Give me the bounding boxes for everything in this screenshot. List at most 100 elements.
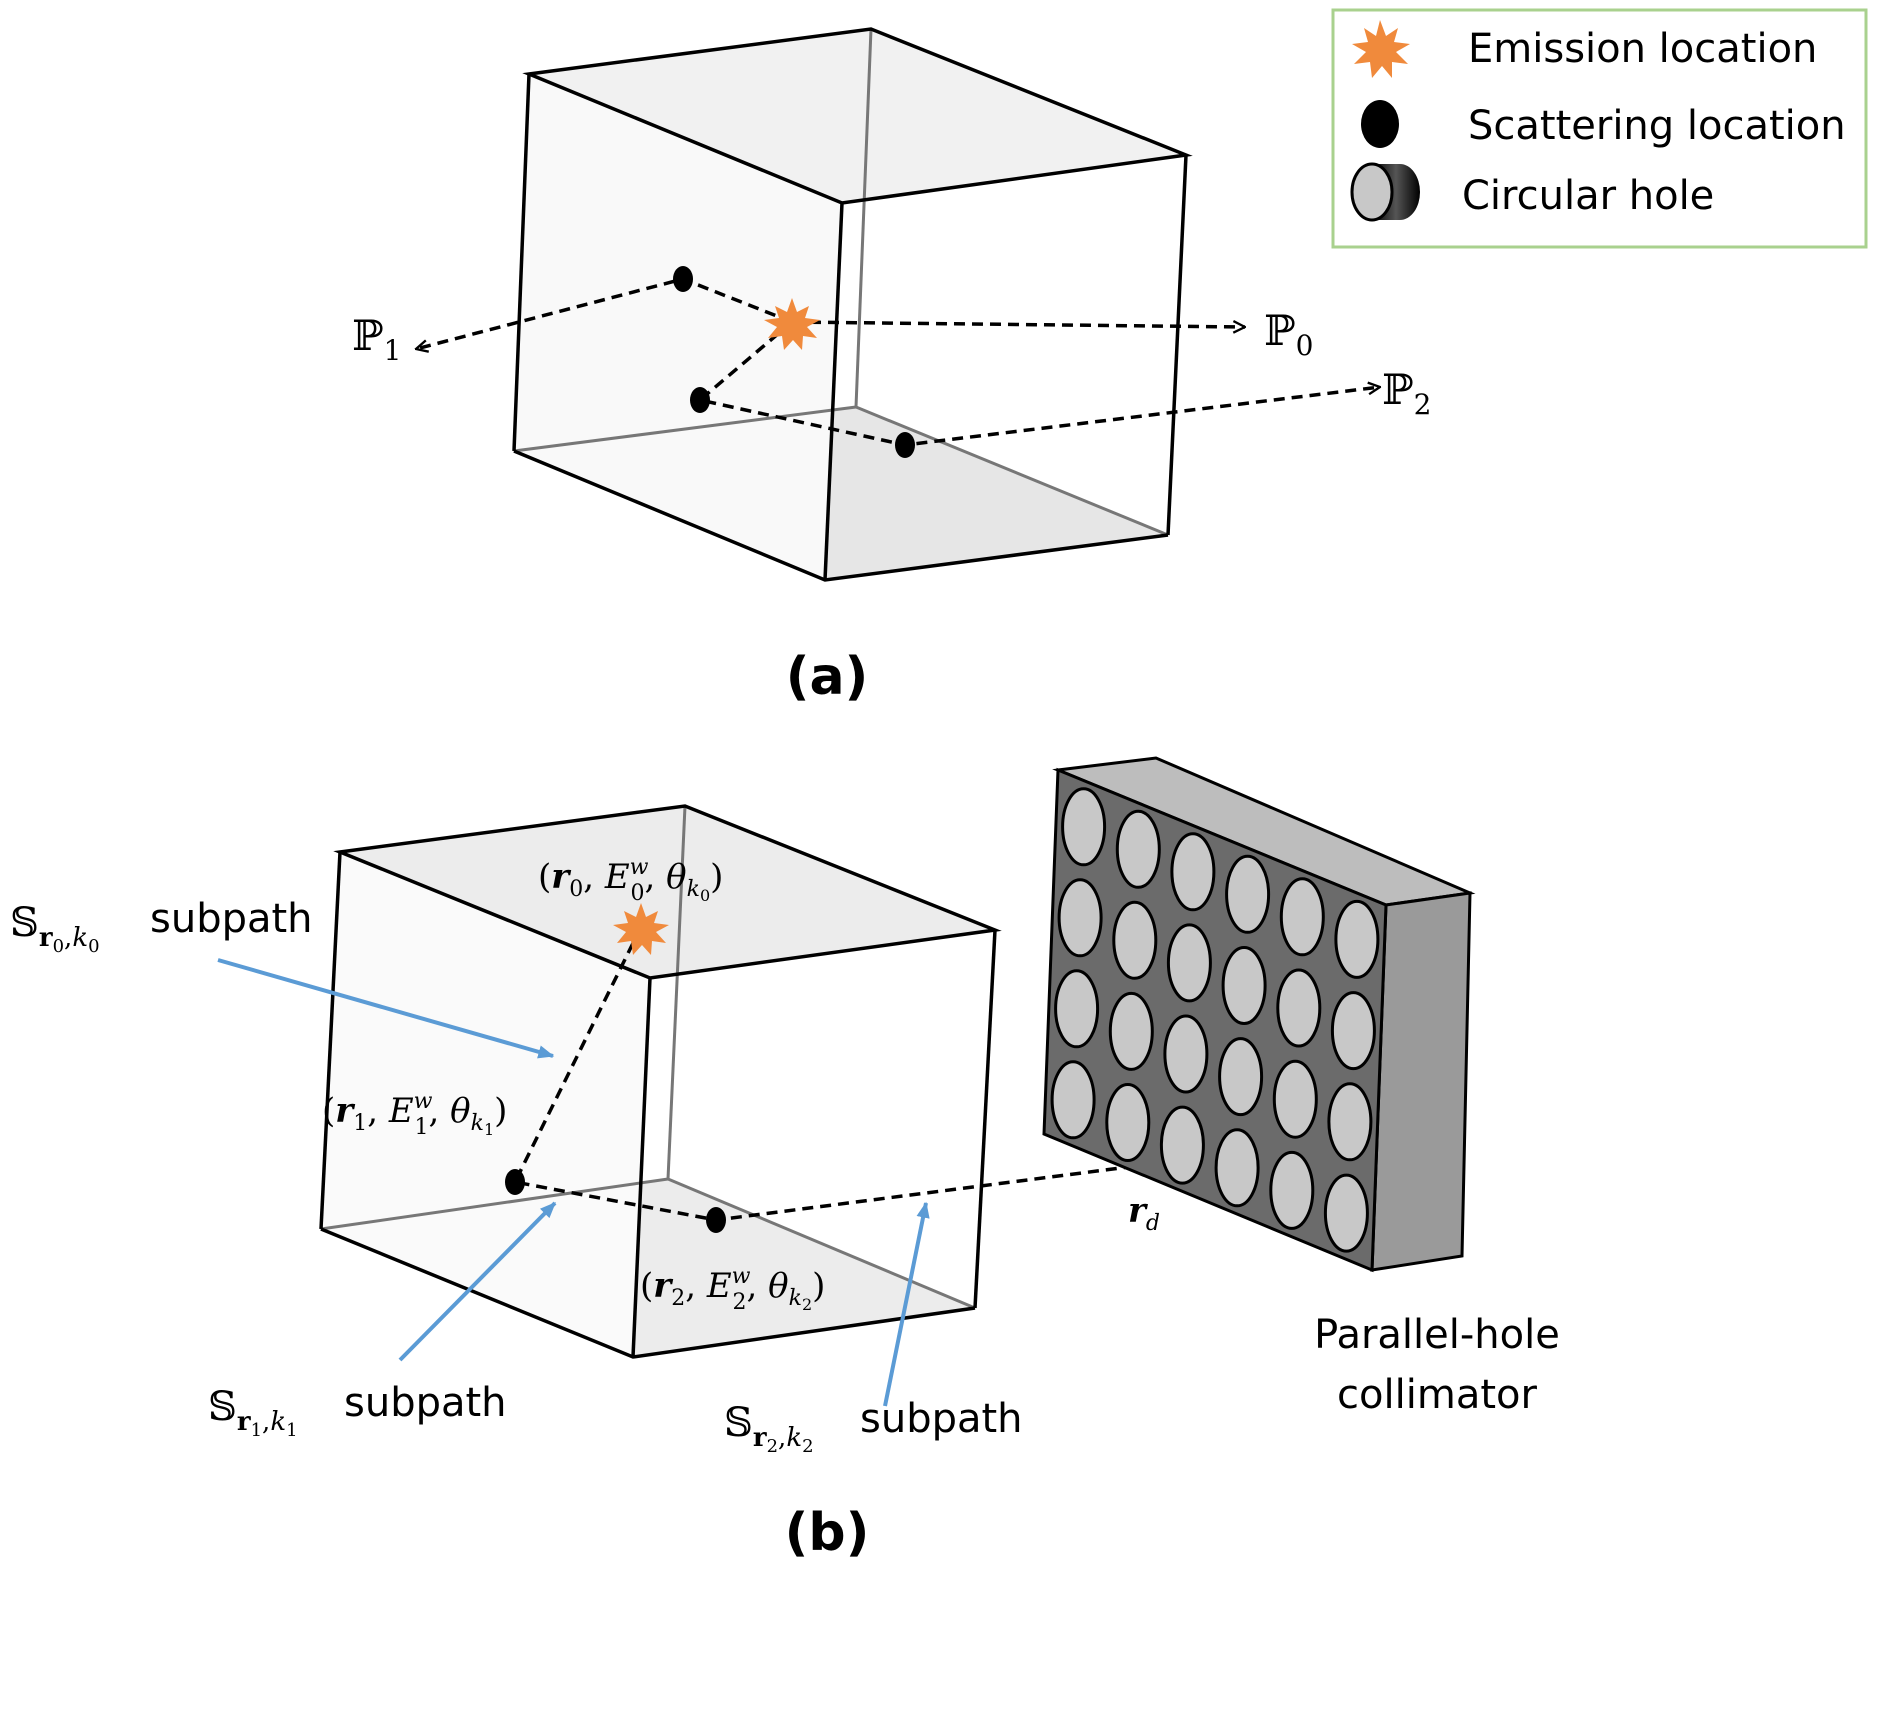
t0-w: w bbox=[630, 855, 649, 880]
emission-star-a bbox=[764, 298, 820, 350]
t2-k: k bbox=[789, 1286, 802, 1311]
collimator bbox=[1042, 756, 1476, 1273]
panel-b: 𝕊r0,k0 subpath 𝕊r1,k1 subpath 𝕊r2,k2 sub… bbox=[10, 756, 1560, 1563]
cube-a-hidden-edges bbox=[513, 28, 1169, 537]
svg-text:𝕊r2,k2: 𝕊r2,k2 bbox=[724, 1400, 814, 1457]
rd-r: r bbox=[1128, 1191, 1148, 1231]
t0-Ei: 0 bbox=[630, 881, 644, 906]
s0-symbol: 𝕊 bbox=[10, 900, 39, 946]
collimator-hole bbox=[1112, 900, 1158, 980]
emission-icon bbox=[1352, 20, 1410, 78]
t0-ki: 0 bbox=[700, 886, 710, 905]
rd-sub: d bbox=[1146, 1211, 1160, 1236]
s1-symbol: 𝕊 bbox=[208, 1384, 237, 1430]
p2-symbol: ℙ bbox=[1382, 365, 1414, 414]
collimator-label-1: Parallel-hole bbox=[1314, 1312, 1560, 1358]
t2-theta: θ bbox=[768, 1266, 788, 1306]
svg-text:𝕊r1,k1: 𝕊r1,k1 bbox=[208, 1384, 298, 1441]
t1-w: w bbox=[414, 1089, 433, 1114]
svg-text:𝕊r0,k0: 𝕊r0,k0 bbox=[10, 900, 100, 957]
s2-word: subpath bbox=[860, 1396, 1023, 1442]
cube-b-edges bbox=[319, 804, 1002, 1359]
scatter-point-b2 bbox=[706, 1207, 726, 1233]
t2-E: E bbox=[706, 1266, 732, 1306]
p0-subscript: 0 bbox=[1296, 329, 1314, 362]
collimator-hole bbox=[1323, 1173, 1369, 1253]
t0-E: E bbox=[604, 857, 630, 897]
collimator-hole bbox=[1221, 946, 1267, 1025]
s2-sub-k-idx: 2 bbox=[802, 1436, 813, 1457]
scatter-point-a2 bbox=[690, 387, 710, 413]
svg-text:ℙ2: ℙ2 bbox=[1382, 365, 1431, 421]
cube-a-left-face bbox=[514, 74, 842, 580]
paths-b bbox=[512, 926, 1175, 1222]
svg-text:ℙ0: ℙ0 bbox=[1264, 306, 1313, 362]
t2-ri: 2 bbox=[671, 1286, 685, 1311]
collimator-hole bbox=[1159, 1105, 1205, 1185]
t0-ri: 0 bbox=[569, 877, 583, 902]
s1-sub-k-idx: 1 bbox=[286, 1420, 297, 1441]
collimator-hole bbox=[1269, 1150, 1315, 1230]
collimator-hole bbox=[1276, 968, 1322, 1048]
collimator-hole bbox=[1115, 809, 1161, 889]
scattering-icon bbox=[1361, 100, 1399, 148]
s0-word: subpath bbox=[150, 896, 313, 942]
cube-b-hidden-edges bbox=[320, 805, 976, 1310]
p1-symbol: ℙ bbox=[352, 311, 384, 360]
svg-text:ℙ1: ℙ1 bbox=[352, 311, 401, 367]
collimator-hole bbox=[1163, 1014, 1209, 1094]
caption-a: (a) bbox=[786, 647, 869, 707]
s1-word: subpath bbox=[344, 1380, 507, 1426]
collimator-holes bbox=[1050, 787, 1380, 1253]
rd-label: rd bbox=[1128, 1191, 1160, 1236]
cube-a-edges bbox=[512, 27, 1193, 582]
legend: Emission location Scattering location Ci… bbox=[1331, 8, 1868, 249]
s0-sub-k-idx: 0 bbox=[88, 936, 99, 957]
collimator-hole bbox=[1272, 1059, 1318, 1139]
legend-scattering-label: Scattering location bbox=[1468, 103, 1846, 149]
caption-b: (b) bbox=[785, 1503, 870, 1563]
collimator-hole bbox=[1057, 878, 1103, 958]
scatter-point-a1 bbox=[673, 266, 693, 292]
cube-b-left-face bbox=[321, 852, 650, 1357]
s0-sub-k: k bbox=[72, 923, 88, 953]
s1-sub-k: k bbox=[270, 1407, 286, 1437]
pointer-s1 bbox=[398, 1201, 557, 1362]
s2-sub-r-idx: 2 bbox=[767, 1436, 778, 1457]
t1-Ei: 1 bbox=[414, 1115, 428, 1140]
t0-theta: θ bbox=[666, 857, 686, 897]
collimator-hole bbox=[1166, 923, 1212, 1003]
collimator-hole bbox=[1050, 1060, 1096, 1140]
t1-E: E bbox=[388, 1091, 414, 1131]
t1-ri: 1 bbox=[353, 1111, 367, 1136]
panel-a: ℙ0 ℙ1 ℙ2 (a) bbox=[352, 27, 1431, 707]
p0-symbol: ℙ bbox=[1264, 306, 1296, 355]
t2-Ei: 2 bbox=[732, 1290, 746, 1315]
t0-k: k bbox=[687, 877, 700, 902]
t0-r: r bbox=[551, 857, 571, 897]
collimator-side bbox=[1370, 891, 1472, 1272]
collimator-hole bbox=[1279, 877, 1325, 957]
legend-hole-label: Circular hole bbox=[1462, 173, 1714, 219]
s2-sub-r: r bbox=[753, 1423, 767, 1453]
collimator-hole bbox=[1214, 1128, 1260, 1208]
s2-sub-k: k bbox=[786, 1423, 802, 1453]
collimator-hole bbox=[1218, 1037, 1264, 1117]
scatter-point-b1 bbox=[505, 1169, 525, 1195]
t2-r: r bbox=[653, 1266, 673, 1306]
emission-star-b bbox=[613, 903, 669, 955]
s1-sub-r: r bbox=[237, 1407, 251, 1437]
pointer-s2 bbox=[883, 1201, 930, 1407]
pointer-s0 bbox=[217, 958, 555, 1059]
cube-a-top-face bbox=[529, 29, 1186, 203]
collimator-hole bbox=[1225, 854, 1271, 934]
s0-sub-r: r bbox=[39, 923, 53, 953]
p2-subscript: 2 bbox=[1414, 388, 1432, 421]
collimator-hole bbox=[1330, 991, 1376, 1071]
legend-box bbox=[1331, 8, 1868, 249]
cube-b-top-face bbox=[340, 806, 995, 978]
collimator-hole bbox=[1061, 787, 1107, 867]
